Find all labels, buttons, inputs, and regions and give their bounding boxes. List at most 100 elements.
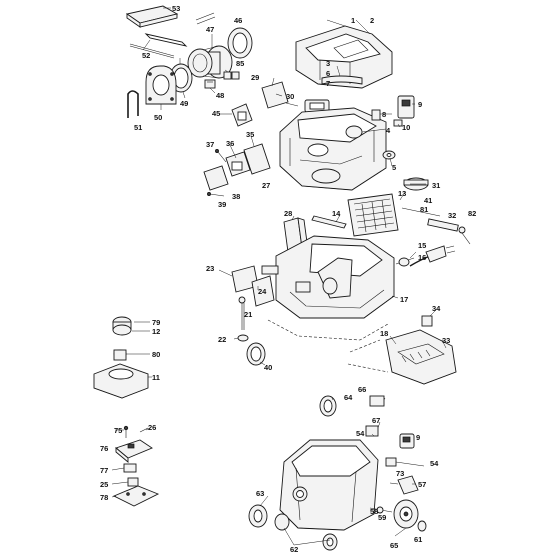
callout-1: 1 <box>351 16 355 25</box>
callout-54-right: 54 <box>430 459 439 468</box>
callout-48: 48 <box>216 91 224 100</box>
part-58-59-wheel-axle <box>369 506 393 514</box>
part-51-clip <box>127 90 139 118</box>
part-61-cap <box>417 520 427 532</box>
callout-29: 29 <box>251 73 259 82</box>
part-18-33-lid <box>385 329 457 385</box>
part-66-clip <box>369 395 385 407</box>
callout-11: 11 <box>152 373 160 382</box>
callout-32: 32 <box>448 211 456 220</box>
callout-25: 25 <box>100 480 108 489</box>
callout-35: 35 <box>246 130 254 139</box>
callout-49: 49 <box>180 99 188 108</box>
callout-45: 45 <box>212 109 220 118</box>
part-77-25-terminals <box>123 463 139 487</box>
callout-6: 6 <box>326 69 330 78</box>
callout-17: 17 <box>400 295 408 304</box>
callout-47: 47 <box>206 25 214 34</box>
callout-31: 31 <box>432 181 440 190</box>
callout-16: 16 <box>418 253 426 262</box>
callout-2: 2 <box>370 16 374 25</box>
callout-24: 24 <box>258 287 267 296</box>
part-23-24-bracket <box>231 265 279 307</box>
part-29-flap <box>261 81 289 109</box>
callout-81: 81 <box>420 205 428 214</box>
callout-28: 28 <box>284 209 292 218</box>
part-63-front-wheel <box>248 504 268 528</box>
part-30-switch-frame <box>304 99 330 113</box>
part-75-screw <box>123 425 129 438</box>
callout-36: 36 <box>226 139 234 148</box>
part-65-rear-wheel <box>393 499 419 529</box>
callout-50: 50 <box>154 113 162 122</box>
part-2-cover <box>295 25 393 89</box>
callout-75: 75 <box>114 426 122 435</box>
callout-21: 21 <box>244 310 252 319</box>
callout-77: 77 <box>100 466 108 475</box>
part-11-base <box>93 363 149 399</box>
callout-4: 4 <box>386 126 391 135</box>
callout-39: 39 <box>218 200 226 209</box>
part-35-36-switch <box>225 143 271 177</box>
part-52-rod <box>129 33 188 59</box>
callout-23: 23 <box>206 264 214 273</box>
callout-5: 5 <box>392 163 396 172</box>
part-39-screw <box>207 192 225 197</box>
leader-lines <box>111 7 447 546</box>
callout-80: 80 <box>152 350 160 359</box>
callout-79: 79 <box>152 318 160 327</box>
part-78-plate <box>112 485 160 507</box>
callout-61: 61 <box>414 535 422 544</box>
callout-18: 18 <box>380 329 388 338</box>
callout-14: 14 <box>332 209 341 218</box>
part-53-filter-pad <box>125 5 179 28</box>
part-48-connector <box>204 79 216 89</box>
part-21-22-bolt <box>237 296 249 342</box>
callout-59: 59 <box>378 513 386 522</box>
part-3-handle-grip <box>321 75 363 85</box>
part-13-filter <box>347 193 399 237</box>
part-16-cable-holder <box>395 257 415 267</box>
callout-58: 58 <box>370 507 378 516</box>
callout-57: 57 <box>418 480 426 489</box>
callout-82: 82 <box>468 209 476 218</box>
part-62-casters <box>274 513 338 551</box>
part-5-nut <box>382 150 396 160</box>
callout-13: 13 <box>398 189 406 198</box>
part-47-motor <box>187 45 233 79</box>
callout-63: 63 <box>256 489 264 498</box>
callout-78: 78 <box>100 493 108 502</box>
part-80-spindle <box>113 349 127 361</box>
part-46-ring <box>227 27 253 59</box>
part-27-upper-housing <box>279 107 387 191</box>
gasket-outline <box>267 319 389 341</box>
part-37-screw <box>215 149 227 163</box>
callout-64: 64 <box>344 393 353 402</box>
callout-3: 3 <box>326 59 330 68</box>
callout-38: 38 <box>232 192 240 201</box>
callout-52: 52 <box>142 51 150 60</box>
part-17-lower-housing <box>275 235 395 319</box>
callout-30: 30 <box>286 92 294 101</box>
callout-73: 73 <box>396 469 404 478</box>
callout-9: 9 <box>418 100 422 109</box>
callout-34: 34 <box>432 304 441 313</box>
callout-8: 8 <box>382 110 386 119</box>
part-54-container <box>279 439 379 531</box>
part-41-screws <box>195 12 216 25</box>
callout-54-upper: 54 <box>356 429 365 438</box>
part-32-81-82-cable-assembly <box>401 207 471 245</box>
callout-41: 41 <box>424 196 432 205</box>
callout-15: 15 <box>418 241 426 250</box>
callout-85: 85 <box>236 59 244 68</box>
callout-22: 22 <box>218 335 226 344</box>
part-50-bracket <box>145 65 177 105</box>
part-8-9-10-electronics <box>371 95 415 127</box>
part-85-brushes <box>223 71 240 80</box>
callout-40: 40 <box>264 363 272 372</box>
callout-76: 76 <box>100 444 108 453</box>
callout-7: 7 <box>326 79 330 88</box>
callout-37: 37 <box>206 140 214 149</box>
part-9-module <box>399 433 415 449</box>
callout-66: 66 <box>358 385 366 394</box>
